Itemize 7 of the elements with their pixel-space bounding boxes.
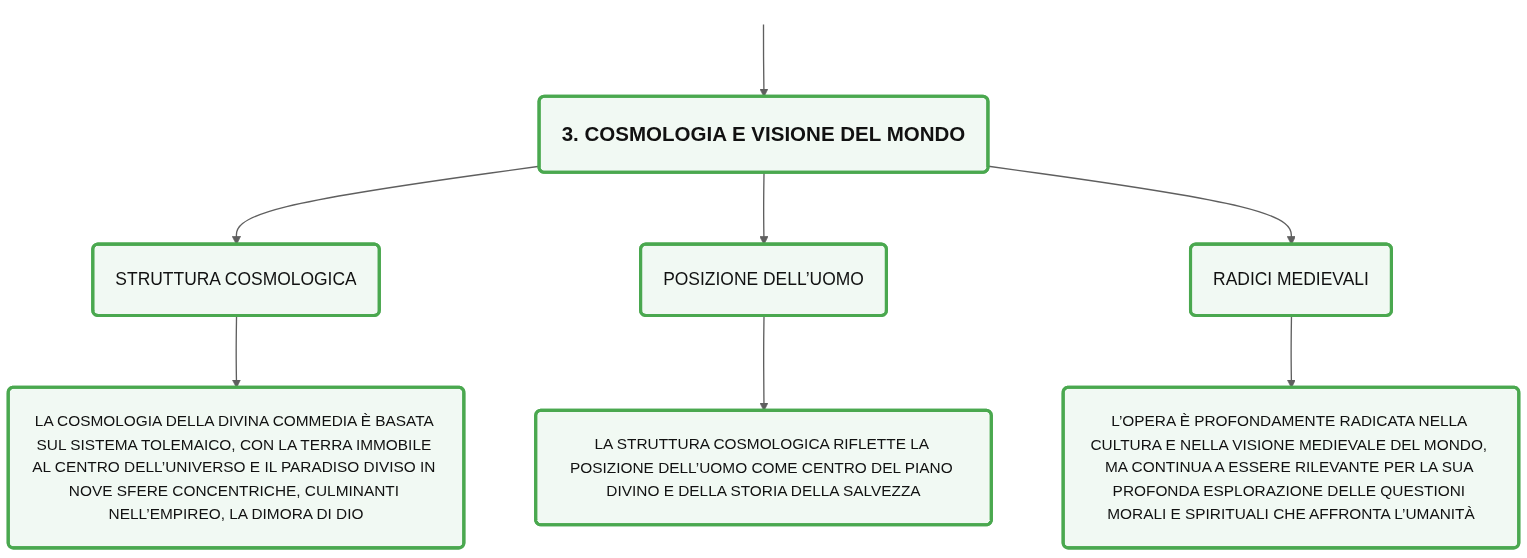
description-box: LA COSMOLOGIA DELLA DIVINA COMMEDIA È BASATA SUL SISTEMA TOLEMAICO, CON LA TERRA IMMOBILE AL CENTRO DELL’UNIVERSO E IL PARADISO DIVISO IN NOVE SFERE CONCENTRICHE, CULMINANTI NELL’EMPIREO, LA DIMORA DI DIO [6, 385, 466, 550]
subtopic-box: RADICI MEDIEVALI [1189, 242, 1393, 317]
subtopic-box: POSIZIONE DELL’UOMO [639, 242, 888, 317]
topic-box: 3. COSMOLOGIA E VISIONE DEL MONDO [537, 94, 990, 174]
description-box: L’OPERA È PROFONDAMENTE RADICATA NELLA CULTURA E NELLA VISIONE MEDIEVALE DEL MONDO, MA CONTINUA A ESSERE RILEVANTE PER LA SUA PROFONDA ESPLORAZIONE DELLE QUESTIONI MORALI E SPIRITUALI CHE AFFRONTA L’UMANITÀ [1061, 385, 1521, 550]
subtopic-box: STRUTTURA COSMOLOGICA [91, 242, 381, 317]
description-box: LA STRUTTURA COSMOLOGICA RIFLETTE LA POSIZIONE DELL’UOMO COME CENTRO DEL PIANO DIVINO E DELLA STORIA DELLA SALVEZZA [534, 408, 993, 527]
